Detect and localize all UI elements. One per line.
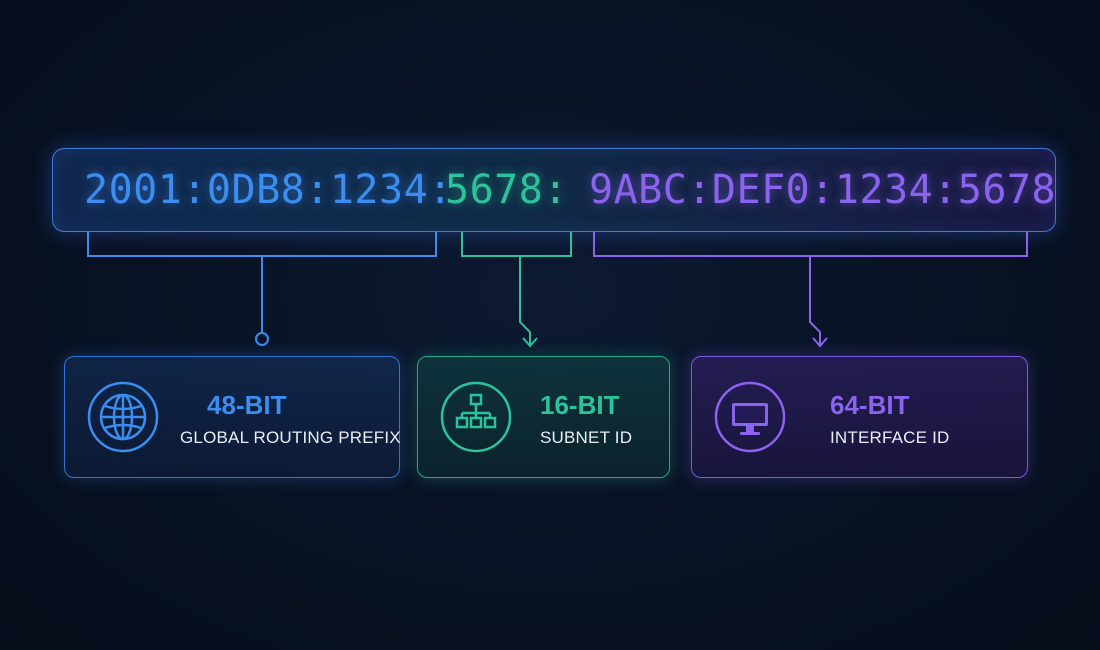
interface-bits: 64-BIT (830, 390, 910, 420)
routing-prefix-card: 48-BIT GLOBAL ROUTING PREFIX (64, 356, 401, 478)
globe-icon (87, 381, 159, 453)
network-hierarchy-icon (440, 381, 512, 453)
prefix-bits: 48-BIT (207, 390, 287, 420)
address-subnet-id: 5678: (445, 167, 568, 213)
prefix-label: GLOBAL ROUTING PREFIX (180, 428, 401, 447)
subnet-connector (519, 256, 531, 346)
subnet-bracket (461, 232, 572, 257)
interface-bracket (593, 232, 1028, 257)
interface-id-card: 64-BIT INTERFACE ID (691, 356, 1028, 478)
prefix-connector-end (255, 332, 269, 346)
interface-arrowhead (812, 337, 828, 348)
subnet-id-card: 16-BIT SUBNET ID (417, 356, 670, 478)
interface-label: INTERFACE ID (830, 428, 950, 447)
address-interface-id: 9ABC:DEF0:1234:5678 (589, 167, 1057, 213)
interface-connector (809, 256, 821, 346)
monitor-icon (714, 381, 786, 453)
subnet-label: SUBNET ID (540, 428, 633, 447)
prefix-bracket (87, 232, 437, 257)
subnet-bits: 16-BIT (540, 390, 620, 420)
address-routing-prefix: 2001:0DB8:1234: (84, 167, 453, 213)
subnet-arrowhead (522, 337, 538, 348)
ipv6-address-bar (52, 148, 1056, 232)
